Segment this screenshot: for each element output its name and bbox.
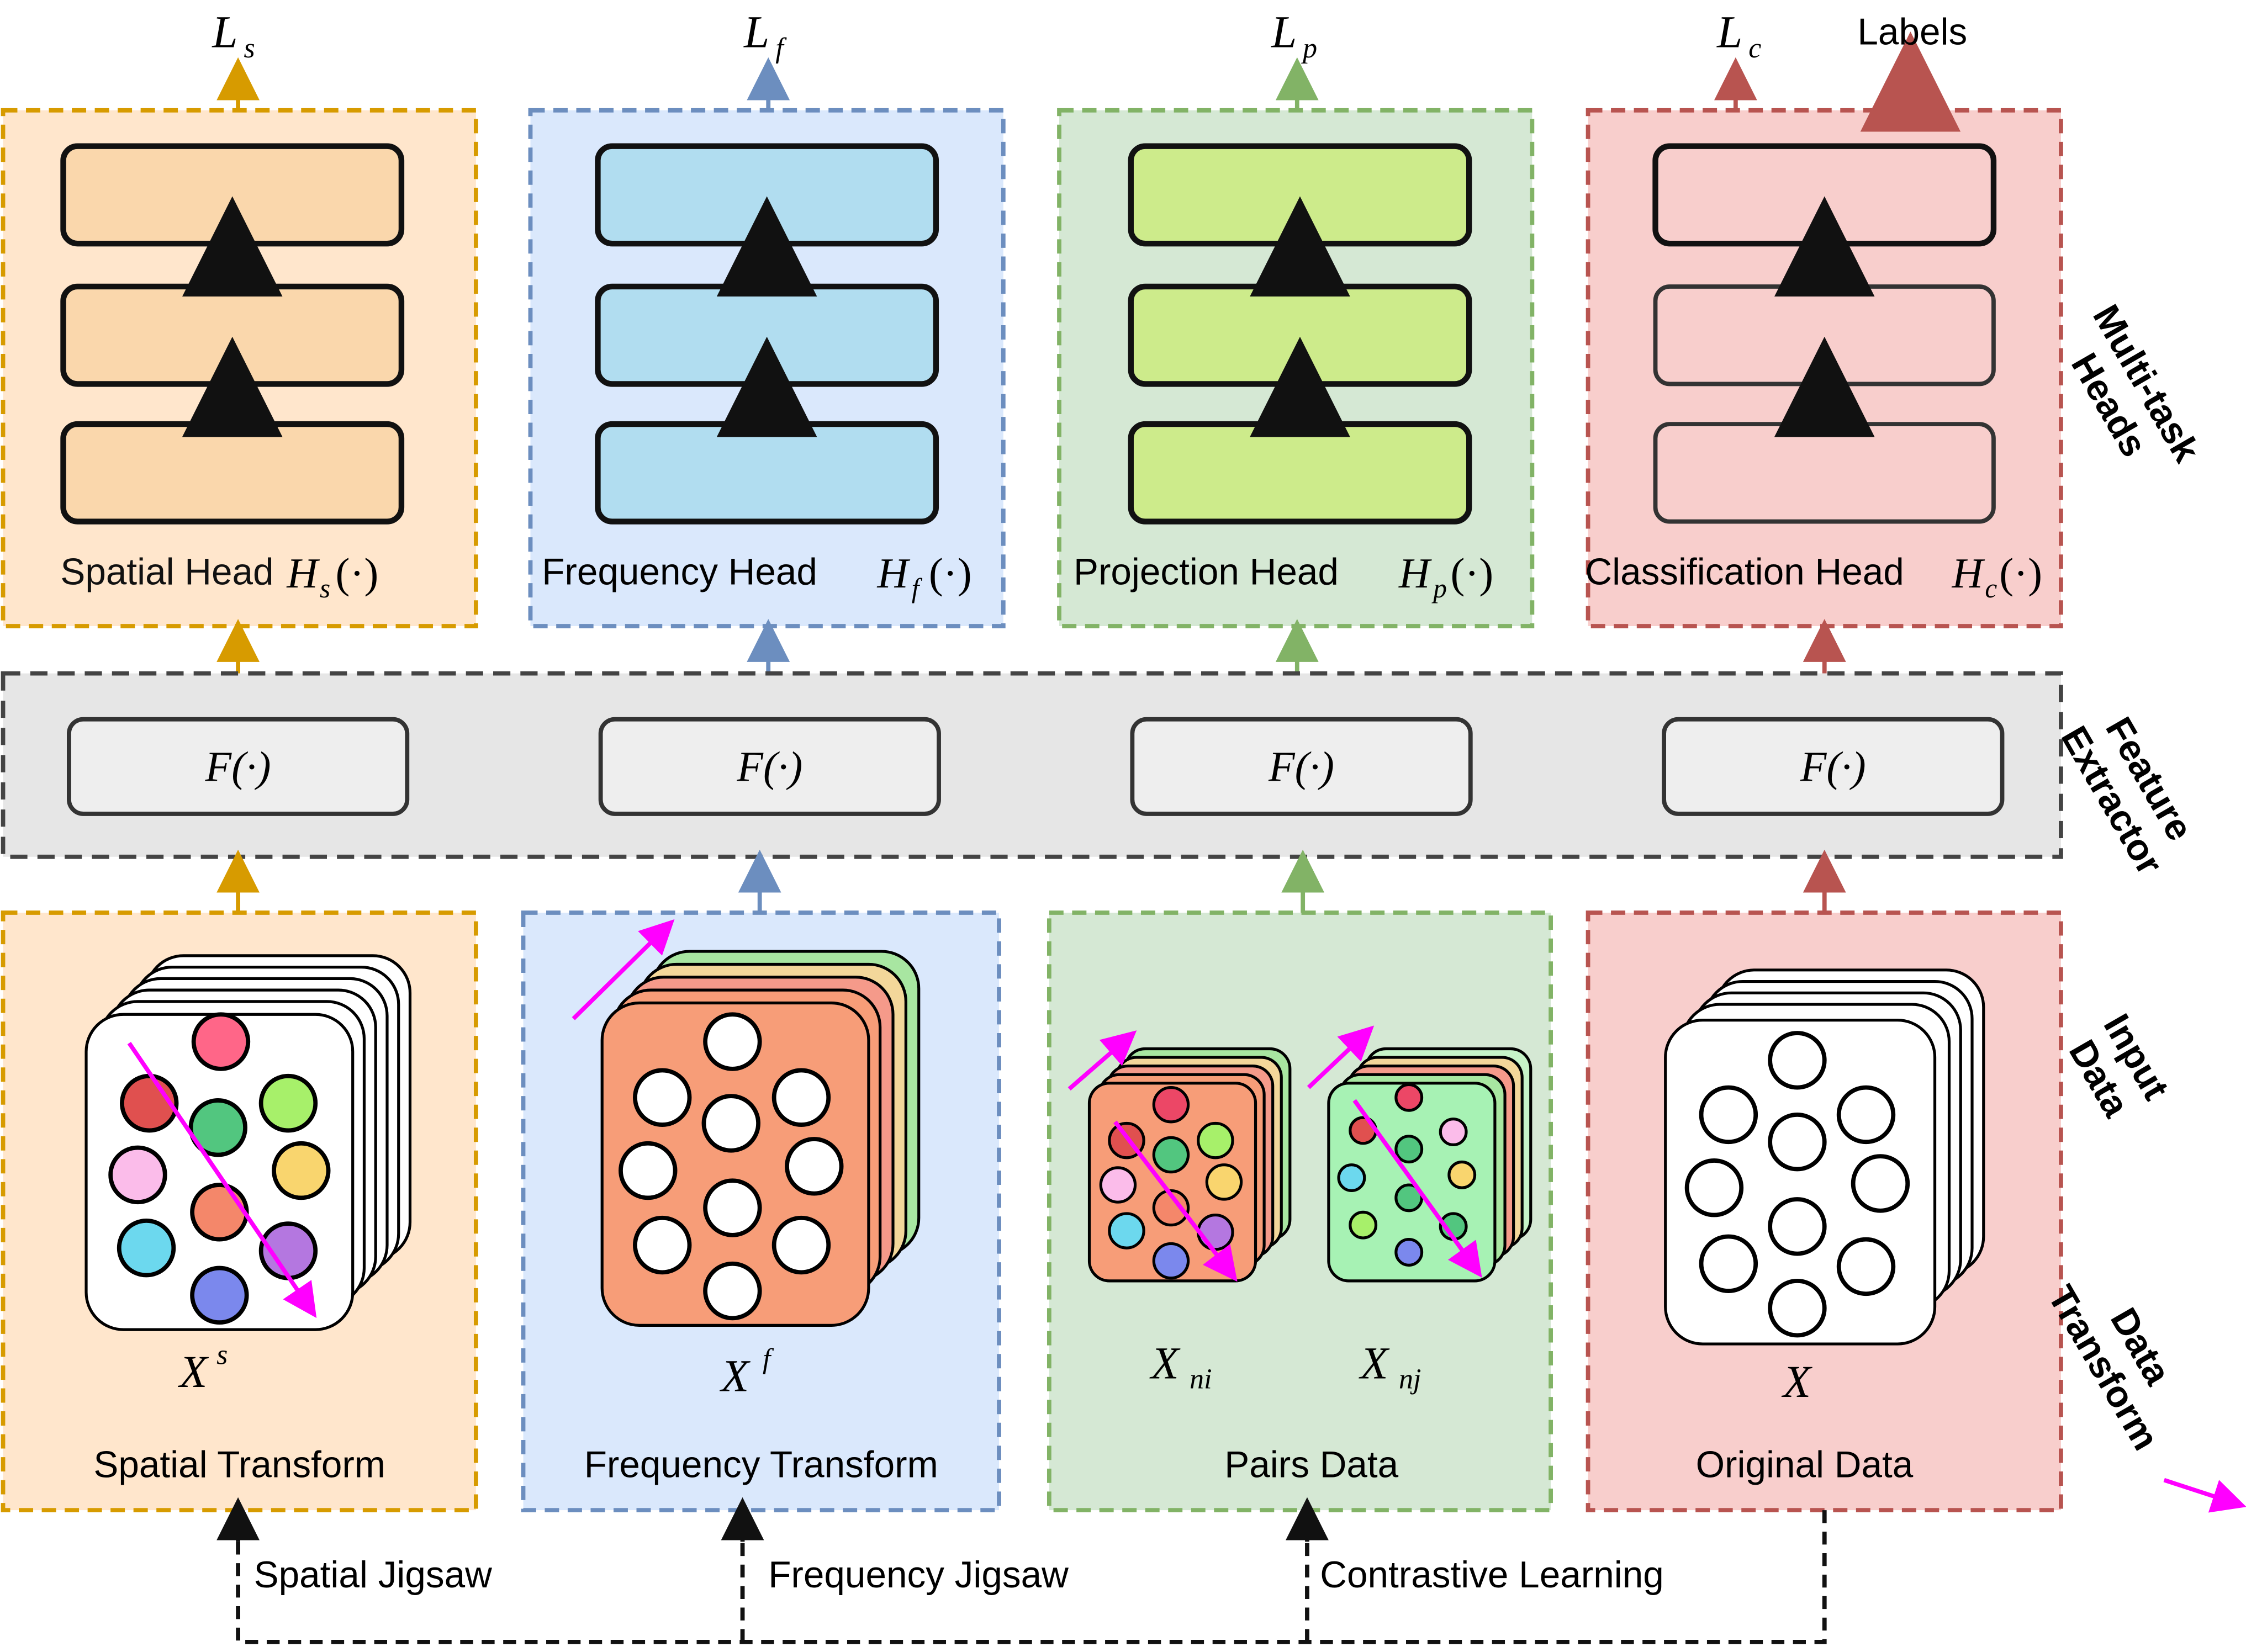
frequency-transform-label: Frequency Transform [584,1444,938,1485]
classification-head-symbol: H c (·) [1952,549,2042,603]
svg-text:(·): (·) [1999,549,2042,597]
task-frequency-jigsaw: Frequency Jigsaw [768,1554,1069,1596]
labels-output: Labels [1857,11,1967,52]
loss-projection: L p [1271,7,1317,64]
svg-text:L: L [1716,7,1742,57]
classification-head-label: Classification Head [1585,552,1904,593]
svg-text:s: s [320,573,330,603]
side-label-input: Input Data [2061,1007,2177,1124]
spatial-head-label: Spatial Head [60,552,273,593]
svg-text:F(·): F(·) [736,743,802,790]
svg-text:X: X [720,1351,751,1401]
svg-text:(·): (·) [1450,549,1493,597]
task-contrastive-learning: Contrastive Learning [1320,1554,1663,1596]
side-label-transform: Data Transform [2040,1279,2179,1457]
side-label-heads: Multi-task Heads [2063,298,2208,470]
svg-text:c: c [1748,33,1761,64]
feature-extractor-block-3: F(·) [1130,717,1473,816]
head-box-projection [1057,108,1535,628]
loss-spatial: L s [212,7,255,64]
pairs-data-label: Pairs Data [1224,1444,1398,1485]
legend-transform-arrow [2163,1478,2246,1513]
svg-text:F(·): F(·) [1800,743,1866,790]
data-box-spatial [1,910,478,1512]
svg-text:X: X [1359,1337,1390,1388]
frequency-head-label: Frequency Head [542,552,817,593]
data-box-original [1586,910,2063,1512]
loss-frequency: L f [743,7,787,64]
projection-head-label: Projection Head [1074,552,1339,593]
loss-classification: L c [1716,7,1761,64]
head-box-frequency [528,108,1006,628]
task-spatial-jigsaw: Spatial Jigsaw [254,1554,492,1596]
task-connectors [236,1510,1827,1644]
svg-text:L: L [1271,7,1297,57]
feature-extractor-block-1: F(·) [67,717,410,816]
svg-text:p: p [1431,573,1447,603]
svg-text:L: L [212,7,237,57]
svg-text:(·): (·) [336,549,379,597]
frequency-head-symbol: H f (·) [876,549,971,603]
svg-text:ni: ni [1190,1364,1212,1395]
feature-extractor-block-2: F(·) [598,717,941,816]
svg-text:p: p [1301,33,1317,64]
spatial-head-symbol: H s (·) [286,549,378,603]
svg-text:(·): (·) [929,549,972,597]
original-data-label: Original Data [1696,1444,1914,1485]
svg-text:c: c [1985,573,1997,603]
svg-text:H: H [286,549,320,597]
svg-text:H: H [876,549,910,597]
spatial-transform-label: Spatial Transform [93,1444,385,1485]
svg-text:s: s [244,33,255,64]
pairs-data-symbol-2: X nj [1359,1337,1421,1395]
svg-text:X: X [1149,1337,1181,1388]
data-box-pairs [1047,910,1553,1512]
side-label-extractor: Feature Extractor [2053,711,2201,882]
svg-text:nj: nj [1399,1364,1421,1395]
head-box-classification [1586,108,2063,628]
projection-head-symbol: H p (·) [1398,549,1493,603]
svg-text:f: f [775,33,787,64]
original-data-symbol: X [1781,1356,1812,1407]
data-box-frequency [521,910,1001,1512]
spatial-data-symbol: X s [178,1339,228,1397]
svg-text:X: X [178,1346,209,1397]
svg-text:F(·): F(·) [205,743,271,790]
svg-text:F(·): F(·) [1268,743,1334,790]
feature-extractor-block-4: F(·) [1662,717,2005,816]
svg-text:H: H [1398,549,1432,597]
svg-text:L: L [743,7,769,57]
head-box-spatial [1,108,478,628]
pairs-data-symbol-1: X ni [1149,1337,1212,1395]
svg-text:H: H [1952,549,1985,597]
svg-text:s: s [216,1339,228,1370]
